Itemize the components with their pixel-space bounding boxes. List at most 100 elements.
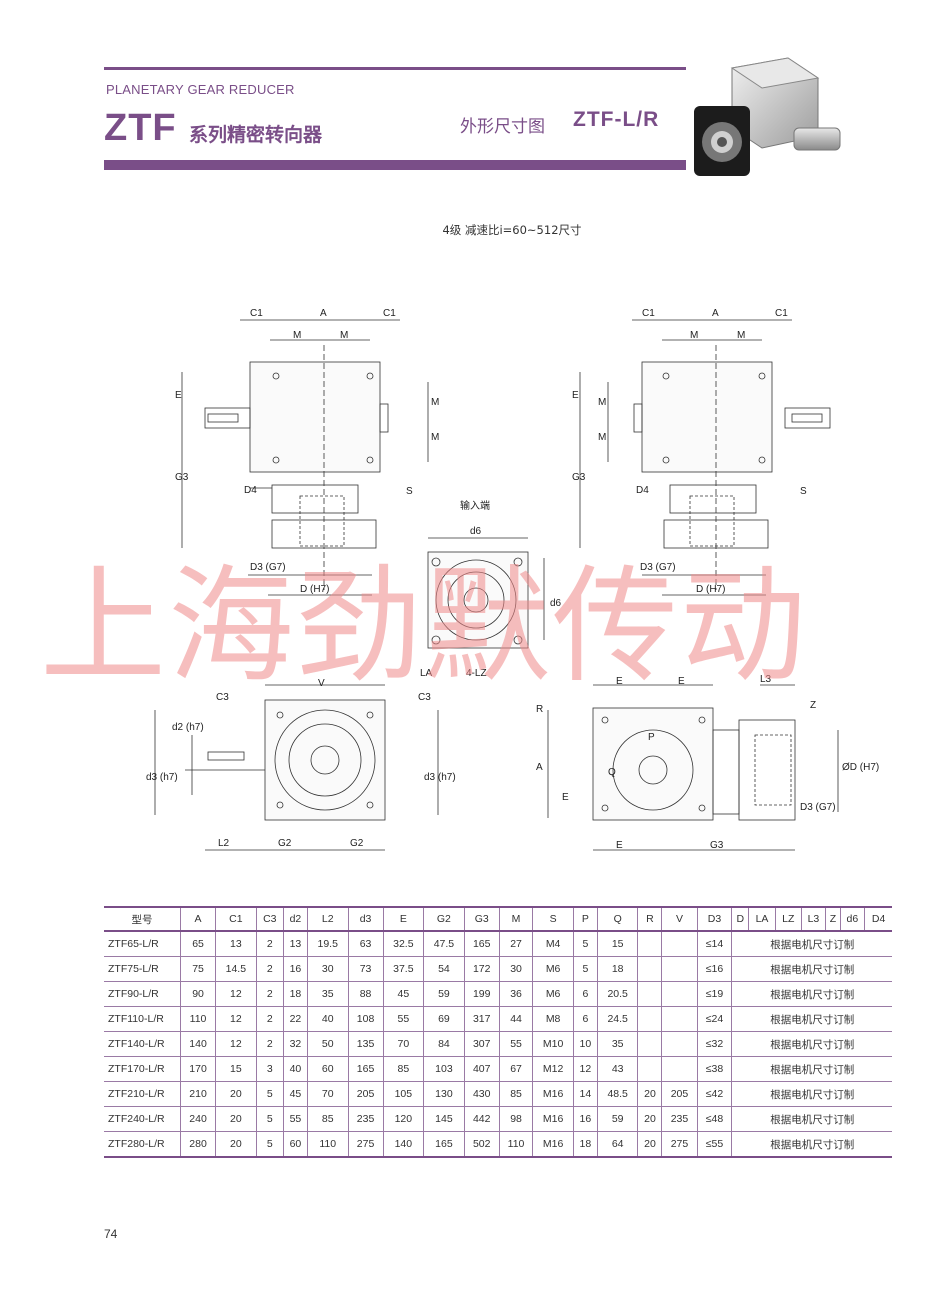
cell-custom-note: 根据电机尺寸订制 (731, 1056, 892, 1082)
label-g2-right: G2 (350, 838, 364, 849)
cell-e: 140 (383, 1131, 425, 1158)
cell-s: M6 (532, 956, 574, 982)
cell-p: 6 (573, 981, 598, 1007)
col-header: 型号 (104, 906, 181, 932)
cell-e: 105 (383, 1081, 425, 1107)
cell-s: M4 (532, 931, 574, 957)
label-a-left: A (320, 308, 327, 319)
col-header: G3 (464, 906, 500, 932)
label-4-lz: 4-LZ (466, 668, 487, 679)
cell-l2: 30 (307, 956, 349, 982)
cell-r (637, 1006, 663, 1032)
label-r: R (536, 704, 543, 715)
label-d3h7-left: d3 (h7) (146, 772, 178, 783)
cell-m: 110 (499, 1131, 534, 1158)
cell-d2: 13 (283, 931, 308, 957)
cell-g3: 502 (464, 1131, 500, 1158)
cell-c3: 2 (256, 1006, 284, 1032)
section-model: ZTF-L/R (573, 108, 660, 131)
dimension-table: 型号 A C1 C3 d2 L2 d3 E G2 G3 M S P Q R V … (104, 906, 892, 1158)
cell-v: 275 (661, 1131, 698, 1158)
cell-d3: 235 (348, 1106, 384, 1132)
cell-c3: 2 (256, 1031, 284, 1057)
col-header: M (499, 906, 534, 932)
cell-g2: 47.5 (423, 931, 465, 957)
cell-v (661, 1031, 698, 1057)
cell-a: 280 (180, 1131, 217, 1158)
cell-m: 44 (499, 1006, 534, 1032)
cell-model: ZTF110-L/R (104, 1006, 181, 1032)
cell-custom-note: 根据电机尺寸订制 (731, 1131, 892, 1158)
col-header: D4 (864, 906, 892, 932)
label-v: V (318, 678, 325, 689)
cell-d2: 60 (283, 1131, 308, 1158)
label-c1-left: C1 (250, 308, 263, 319)
cell-d2: 32 (283, 1031, 308, 1057)
label-m-right-1: M (690, 330, 698, 341)
label-d6-side: d6 (550, 598, 562, 609)
label-m-right-4: M (598, 432, 606, 443)
cell-s: M8 (532, 1006, 574, 1032)
label-g3-bottom: G3 (710, 840, 724, 851)
cell-l2: 70 (307, 1081, 349, 1107)
cell-l2: 60 (307, 1056, 349, 1082)
cell-p: 16 (573, 1106, 598, 1132)
cell-g2: 69 (423, 1006, 465, 1032)
cell-l2: 19.5 (307, 931, 349, 957)
col-header: S (532, 906, 574, 932)
cell-q: 64 (597, 1131, 639, 1158)
col-header: L3 (801, 906, 827, 932)
cell-p: 5 (573, 931, 598, 957)
label-a-bottom: A (536, 762, 543, 773)
cell-model: ZTF280-L/R (104, 1131, 181, 1158)
label-q: Q (608, 767, 616, 778)
col-header: D3 (697, 906, 733, 932)
header-bottom-bar (104, 160, 686, 170)
label-input-end: 输入端 (460, 499, 490, 512)
cell-e: 45 (383, 981, 425, 1007)
cell-g3: 407 (464, 1056, 500, 1082)
cell-model: ZTF240-L/R (104, 1106, 181, 1132)
cell-d2: 55 (283, 1106, 308, 1132)
table-header-row: 型号 A C1 C3 d2 L2 d3 E G2 G3 M S P Q R V … (104, 906, 892, 932)
col-header: d3 (348, 906, 384, 932)
label-m-left-4: M (431, 432, 439, 443)
cell-e: 85 (383, 1056, 425, 1082)
label-od-h7: ØD (H7) (842, 762, 879, 773)
cell-g3: 199 (464, 981, 500, 1007)
cell-a: 240 (180, 1106, 217, 1132)
page-number: 74 (104, 1227, 118, 1241)
cell-s: M10 (532, 1031, 574, 1057)
cell-d3: 135 (348, 1031, 384, 1057)
cell-l2: 40 (307, 1006, 349, 1032)
cell-d3: ≤55 (697, 1131, 733, 1158)
series-subtitle: PLANETARY GEAR REDUCER (106, 82, 295, 97)
label-e-bottom-4: E (616, 840, 623, 851)
cell-v (661, 1006, 698, 1032)
cell-p: 6 (573, 1006, 598, 1032)
label-m-left-2: M (340, 330, 348, 341)
cell-d3: 165 (348, 1056, 384, 1082)
label-e-right: E (572, 390, 579, 401)
label-d3-left: D3 (G7) (250, 562, 286, 573)
cell-custom-note: 根据电机尺寸订制 (731, 1106, 892, 1132)
col-header: LA (748, 906, 776, 932)
cell-c1: 20 (215, 1131, 257, 1158)
label-d-right: D (H7) (696, 584, 725, 595)
label-g2-left: G2 (278, 838, 292, 849)
cell-m: 98 (499, 1106, 534, 1132)
cell-c3: 2 (256, 981, 284, 1007)
cell-c1: 20 (215, 1106, 257, 1132)
cell-a: 90 (180, 981, 217, 1007)
label-l2: L2 (218, 838, 230, 849)
cell-a: 170 (180, 1056, 217, 1082)
label-a-right: A (712, 308, 719, 319)
brand-title: ZTF (104, 107, 177, 149)
cell-r (637, 1056, 663, 1082)
cell-custom-note: 根据电机尺寸订制 (731, 956, 892, 982)
col-header: V (661, 906, 698, 932)
cell-l2: 110 (307, 1131, 349, 1158)
cell-g2: 54 (423, 956, 465, 982)
